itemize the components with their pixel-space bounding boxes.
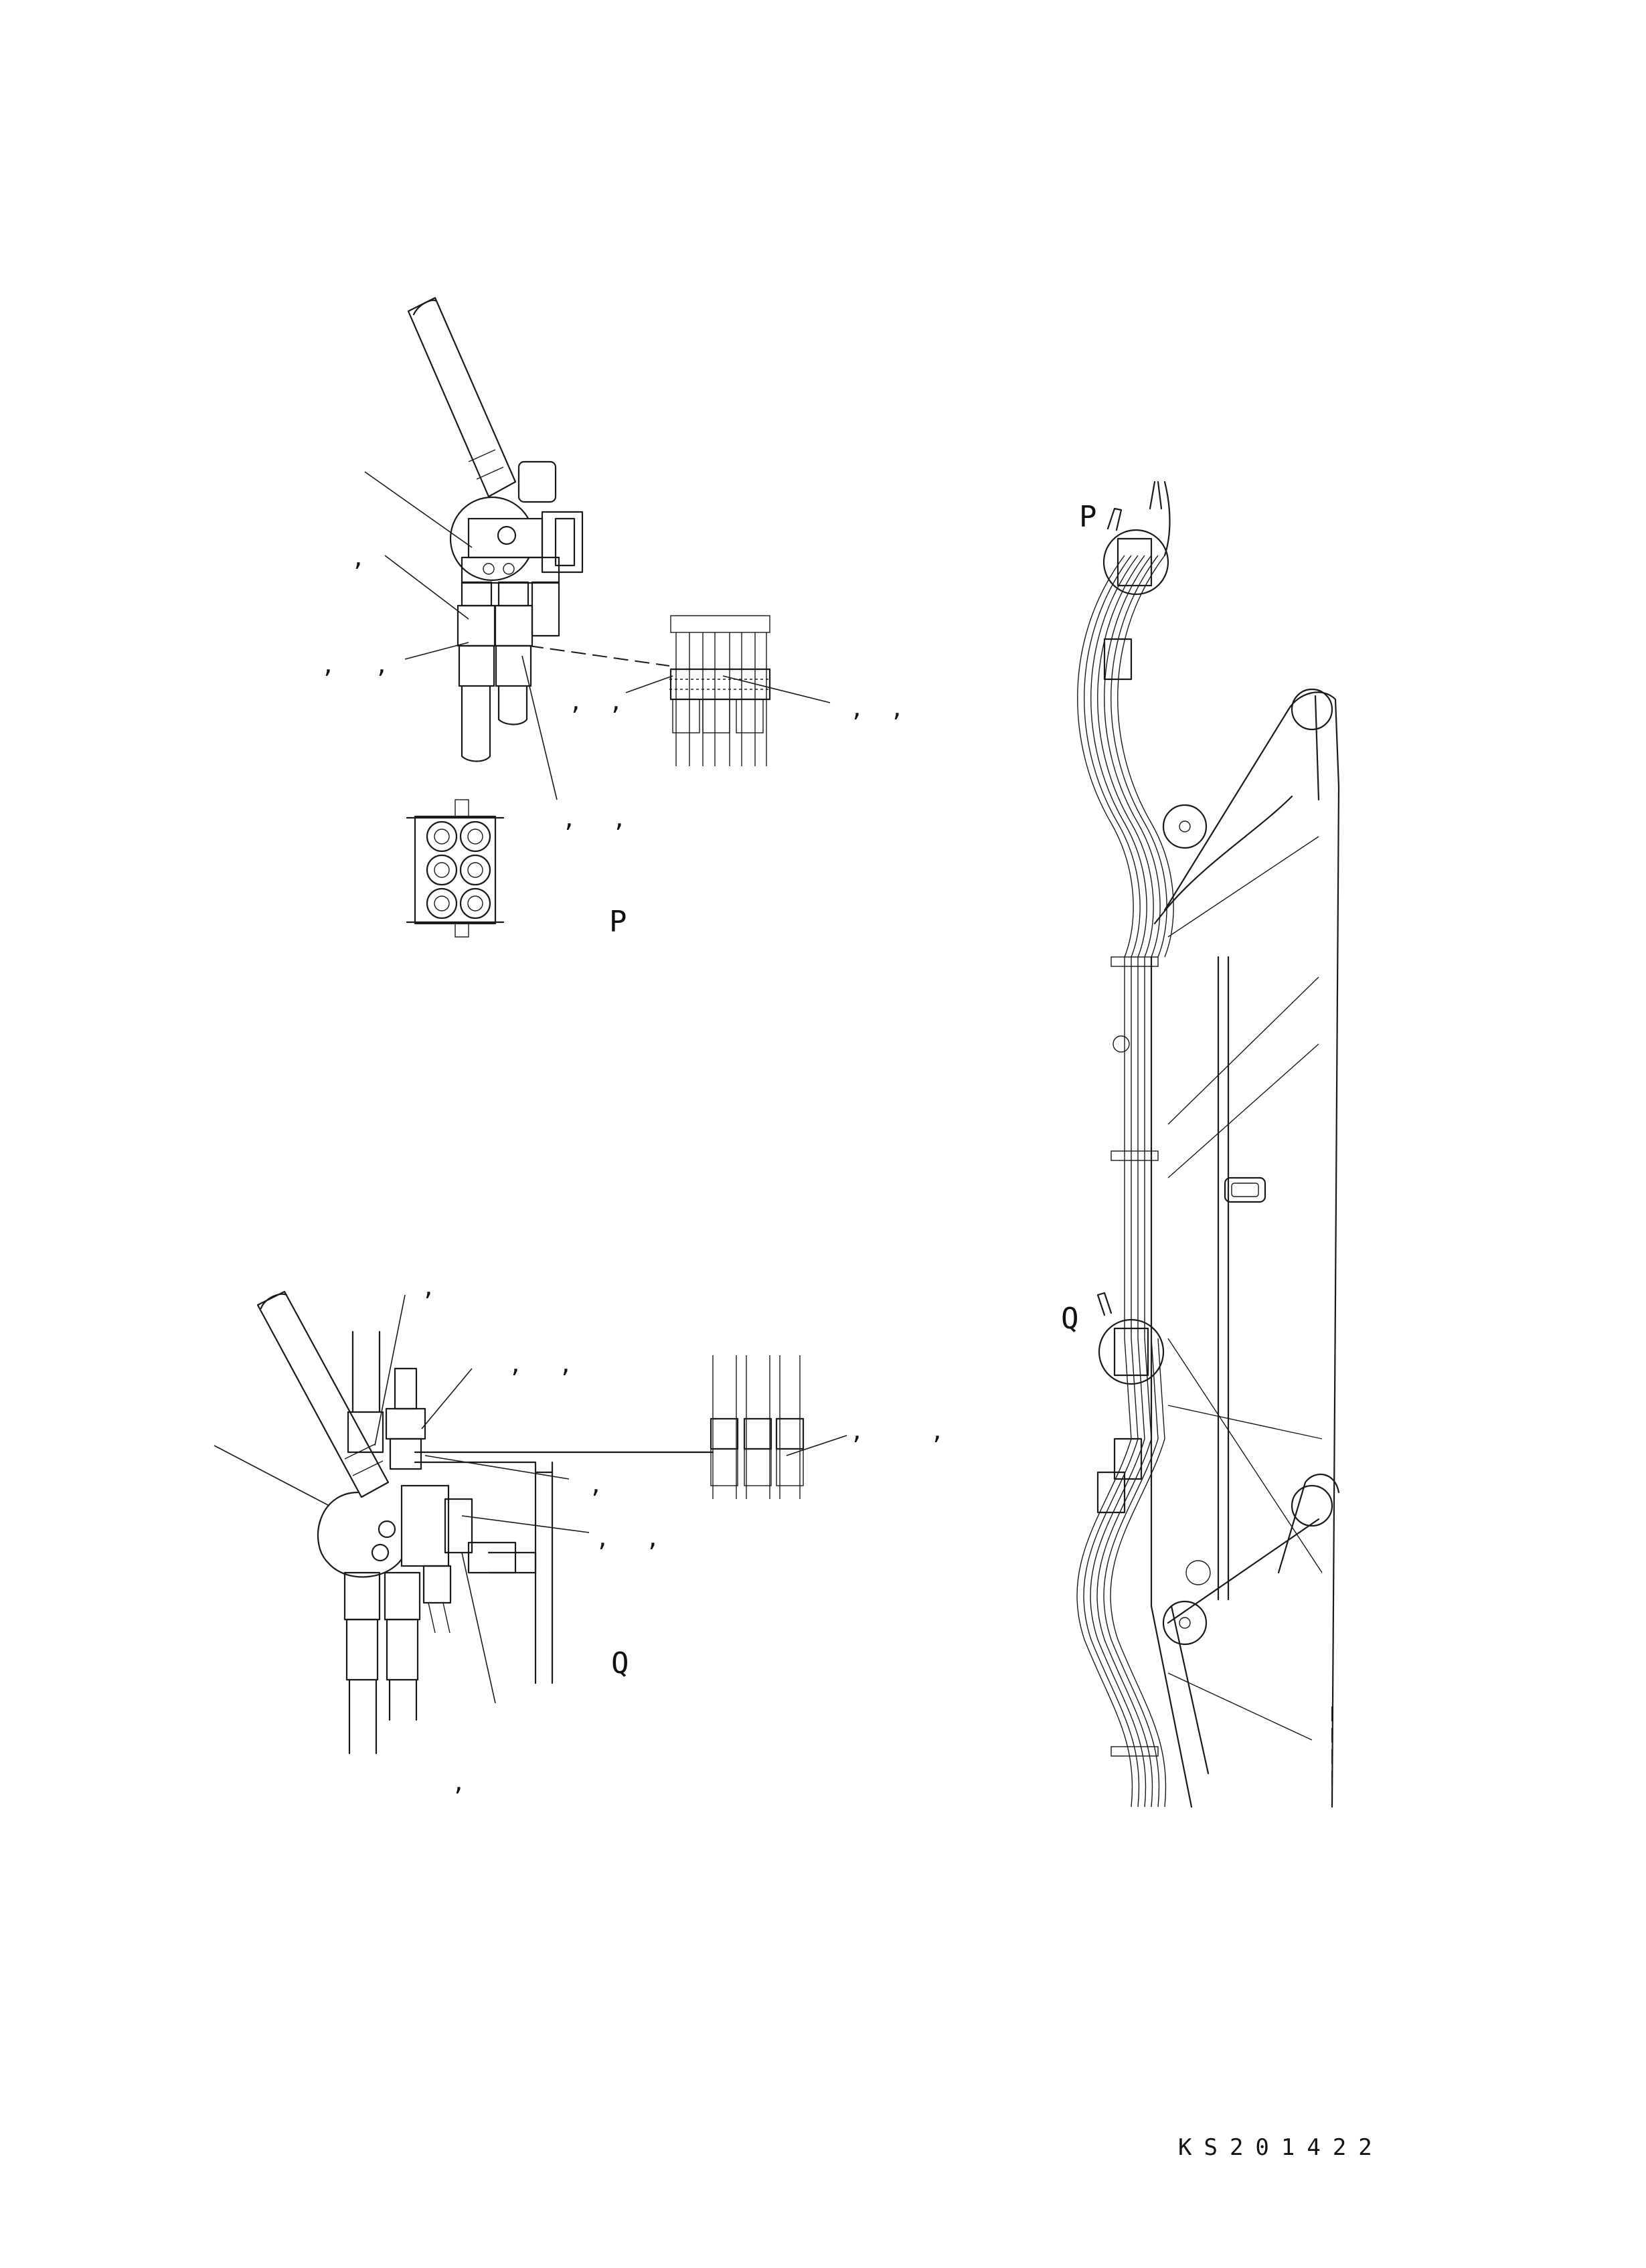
callout-circle-p [1102, 507, 1169, 596]
callout-mark: , [589, 1472, 602, 1498]
hose-bundle [1076, 481, 1174, 1808]
bracket-lines-q [414, 1461, 554, 1684]
detail-view-p: , , , , , , , , , P [321, 296, 904, 939]
hose-fittings-p [457, 581, 533, 762]
callout-mark: , [850, 1418, 863, 1445]
upper-hoses-q [347, 1330, 426, 1470]
callout-mark: , [559, 1351, 572, 1378]
callout-mark: , [452, 1769, 465, 1796]
callout-circle-q [1096, 1292, 1165, 1385]
callout-mark: , [596, 1525, 609, 1552]
callout-mark: , [321, 652, 335, 679]
valve-handle-q [256, 1290, 390, 1498]
callout-mark: , [569, 689, 582, 715]
callout-mark: , [422, 1274, 435, 1301]
manifold-front-view-p [406, 799, 505, 938]
callout-label-q: Q [1061, 1302, 1079, 1336]
callout-mark: , [509, 1351, 522, 1378]
callout-mark: , [562, 806, 576, 833]
callout-label-p: P [1079, 500, 1097, 534]
boom-assembly: P Q [1061, 481, 1340, 1808]
ball-valve-p [449, 460, 584, 637]
view-label-q: Q [611, 1646, 629, 1680]
ball-valve-q [317, 1484, 537, 1634]
dashed-centerline-p [528, 645, 670, 667]
callout-mark: , [375, 652, 388, 679]
callout-mark: , [351, 545, 365, 572]
callout-mark: , [930, 1418, 944, 1445]
valve-handle-p [407, 296, 517, 498]
callout-mark: , [646, 1525, 659, 1552]
fitting-side-view-q [710, 1355, 805, 1499]
drawing-code: KS201422 [1178, 2134, 1384, 2161]
lower-hoses-q [343, 1571, 421, 1755]
boom-plate [1113, 688, 1340, 1808]
view-label-p: P [609, 905, 627, 939]
callout-mark: , [850, 695, 863, 722]
manifold-side-view-p [669, 615, 771, 766]
callout-mark: , [890, 695, 904, 722]
callout-mark: , [612, 806, 626, 833]
leader-lines-q [214, 1294, 847, 1704]
callout-mark: , [609, 689, 623, 715]
leader-lines-p [364, 471, 831, 800]
detail-view-q: , , , , , , , , , Q [214, 1274, 944, 1796]
